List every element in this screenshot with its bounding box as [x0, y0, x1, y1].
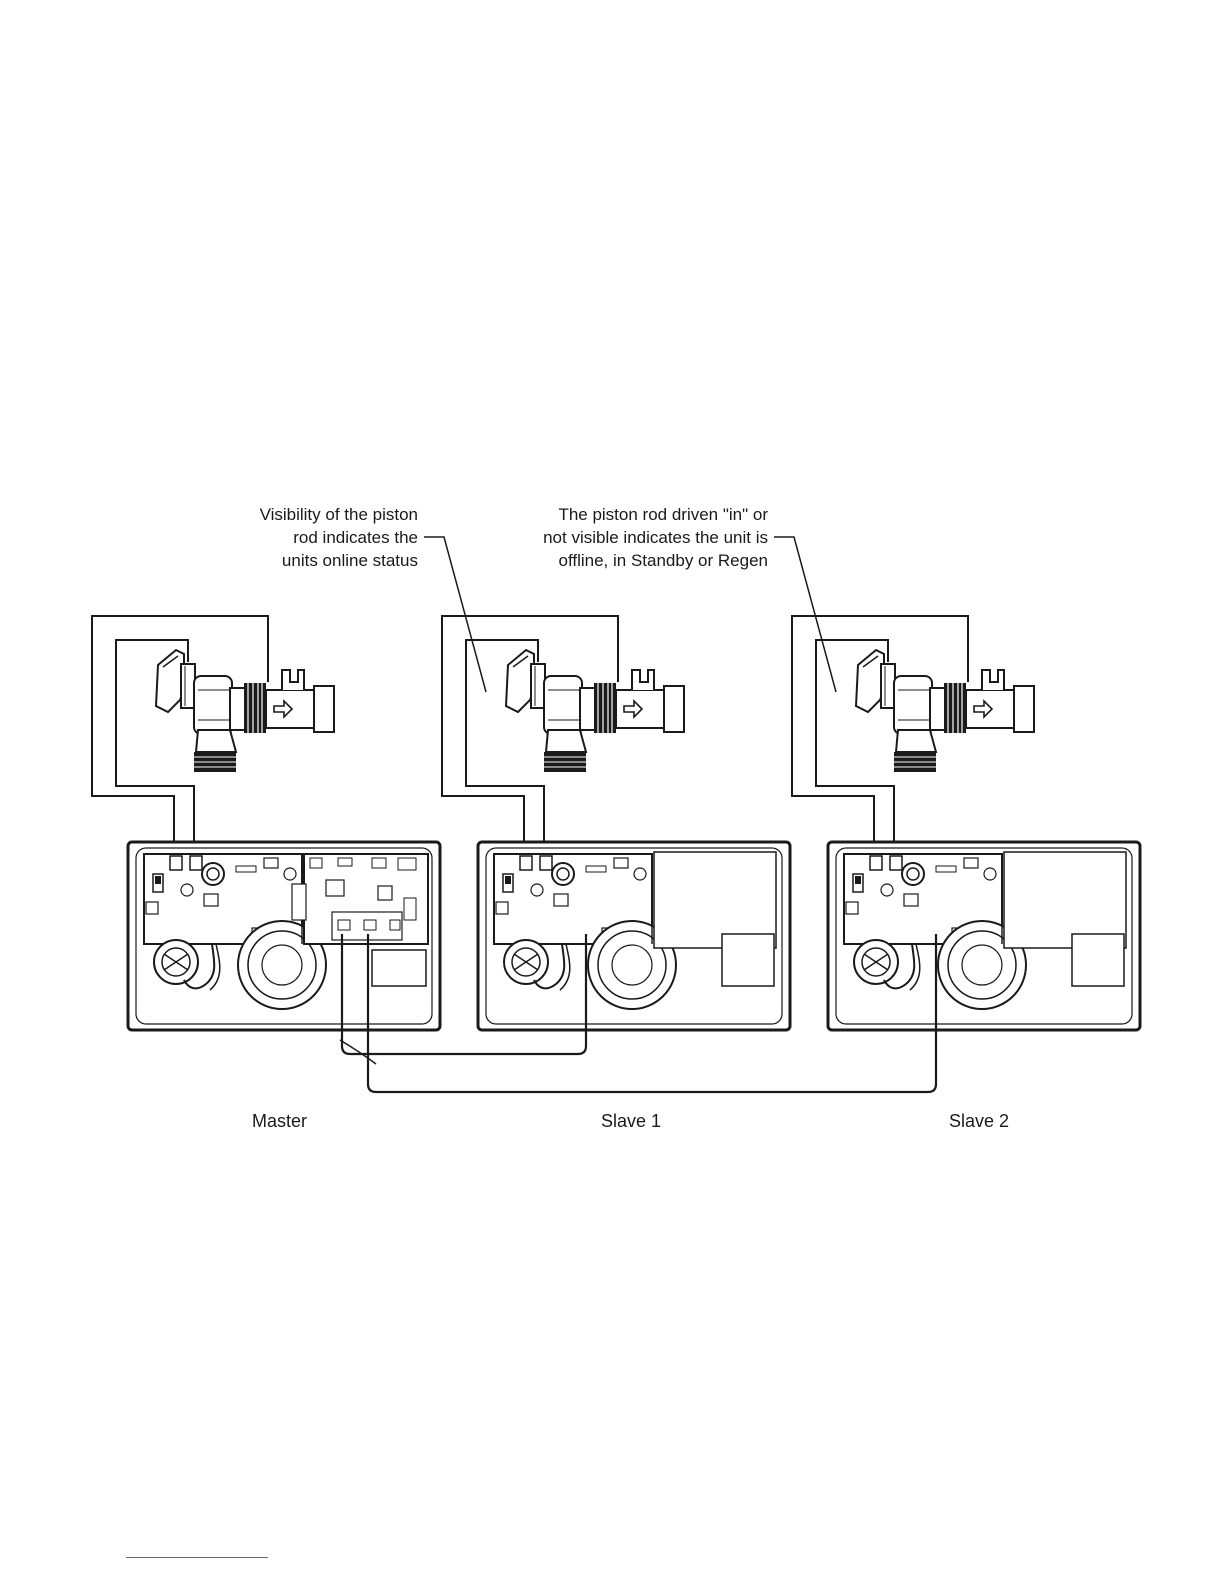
callout-offline-status: The piston rod driven "in" or not visibl… [470, 503, 768, 572]
leader-line-offline [774, 537, 836, 692]
callout-line: rod indicates the [200, 526, 418, 549]
callout-line: units online status [200, 549, 418, 572]
callout-line: offline, in Standby or Regen [470, 549, 768, 572]
callout-line: not visible indicates the unit is [470, 526, 768, 549]
master-unit [92, 616, 440, 1030]
unit-label-slave-1: Slave 1 [601, 1111, 661, 1132]
callout-line: The piston rod driven "in" or [470, 503, 768, 526]
callout-online-status: Visibility of the piston rod indicates t… [200, 503, 418, 572]
slave-1-unit [442, 616, 790, 1030]
unit-label-master: Master [252, 1111, 307, 1132]
slave-2-unit [792, 616, 1140, 1030]
unit-label-slave-2: Slave 2 [949, 1111, 1009, 1132]
callout-line: Visibility of the piston [200, 503, 418, 526]
footer-rule [126, 1557, 268, 1558]
